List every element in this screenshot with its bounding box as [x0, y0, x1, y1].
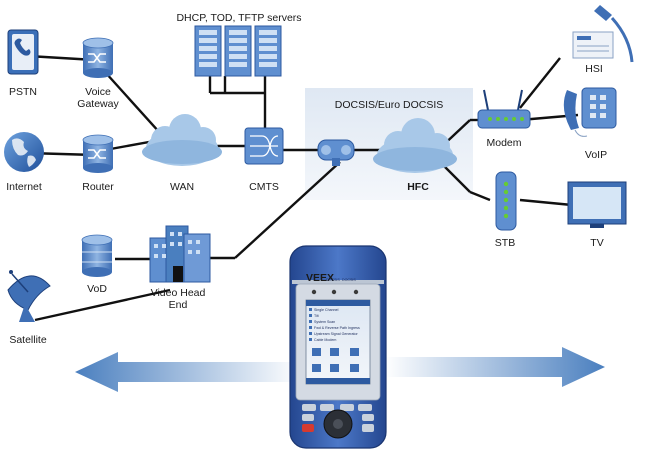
- tv-icon: [567, 181, 627, 228]
- device-function-keys[interactable]: [302, 404, 372, 411]
- right-arrow: [385, 347, 605, 387]
- device-screen-icons: [312, 348, 359, 372]
- menu-item[interactable]: Upstream Signal Generator: [314, 332, 359, 336]
- stb-icon: [495, 171, 517, 231]
- vod-icon: [81, 234, 113, 277]
- voip-phone-icon: [563, 87, 617, 137]
- device-right-button-2[interactable]: [362, 424, 374, 432]
- menu-item[interactable]: Cable Modem: [314, 338, 336, 342]
- hsi-icon: [572, 5, 634, 63]
- device-menu-list: Single Channel Tilt System Scan Fwd & Re…: [309, 308, 360, 342]
- device-model-b: DOCSIS: [342, 278, 356, 282]
- hfc-cloud-icon: [373, 118, 457, 173]
- hsi-label: HSI: [585, 63, 603, 75]
- vod-label: VoD: [87, 283, 107, 295]
- menu-item[interactable]: Single Channel: [314, 308, 339, 312]
- menu-item[interactable]: System Scan: [314, 320, 335, 324]
- left-arrow: [75, 352, 300, 392]
- device-model-a: DOCSIS: [326, 278, 340, 282]
- video-head-end-label-1: Video Head: [151, 287, 206, 299]
- wan-cloud-icon: [142, 114, 222, 166]
- wan-label: WAN: [170, 181, 194, 193]
- server-icon-3: [254, 25, 282, 77]
- globe-icon: [4, 132, 44, 172]
- server-rack-icons: [194, 25, 282, 77]
- device-right-button[interactable]: [362, 414, 374, 421]
- satellite-dish-icon: [7, 270, 51, 322]
- modem-label: Modem: [486, 137, 521, 149]
- pstn-phone-icon: [7, 29, 39, 75]
- servers-label: DHCP, TOD, TFTP servers: [176, 12, 301, 24]
- voice-gateway-icon: [82, 37, 114, 78]
- voip-label: VoIP: [585, 149, 607, 161]
- splitter-icon: [317, 139, 355, 166]
- pstn-label: PSTN: [9, 86, 37, 98]
- menu-item[interactable]: Tilt: [314, 314, 319, 318]
- voice-gateway-label-2: Gateway: [77, 98, 119, 110]
- cmts-label: CMTS: [249, 181, 279, 193]
- server-icon-2: [224, 25, 252, 77]
- video-head-end-label-2: End: [169, 299, 188, 311]
- device-power-button[interactable]: [302, 424, 314, 432]
- stb-label: STB: [495, 237, 515, 249]
- satellite-label: Satellite: [9, 334, 47, 346]
- router-label: Router: [82, 181, 114, 193]
- tv-label: TV: [590, 237, 603, 249]
- hfc-label: HFC: [407, 181, 429, 193]
- modem-icon: [477, 89, 531, 129]
- docsis-label: DOCSIS/Euro DOCSIS: [335, 99, 444, 111]
- device-left-button[interactable]: [302, 414, 314, 421]
- cmts-icon: [244, 127, 284, 165]
- internet-label: Internet: [6, 181, 42, 193]
- video-head-end-icon: [149, 225, 211, 283]
- device-brand: VEEX: [306, 272, 334, 284]
- device-leds: [311, 289, 359, 295]
- voice-gateway-label-1: Voice: [85, 86, 111, 98]
- server-icon-1: [194, 25, 222, 77]
- handheld-tester: VEEX DOCSIS DOCSIS Single Channel Tilt S…: [289, 245, 387, 449]
- menu-item[interactable]: Fwd & Reverse Path Ingress: [314, 326, 360, 330]
- router-icon: [82, 134, 114, 173]
